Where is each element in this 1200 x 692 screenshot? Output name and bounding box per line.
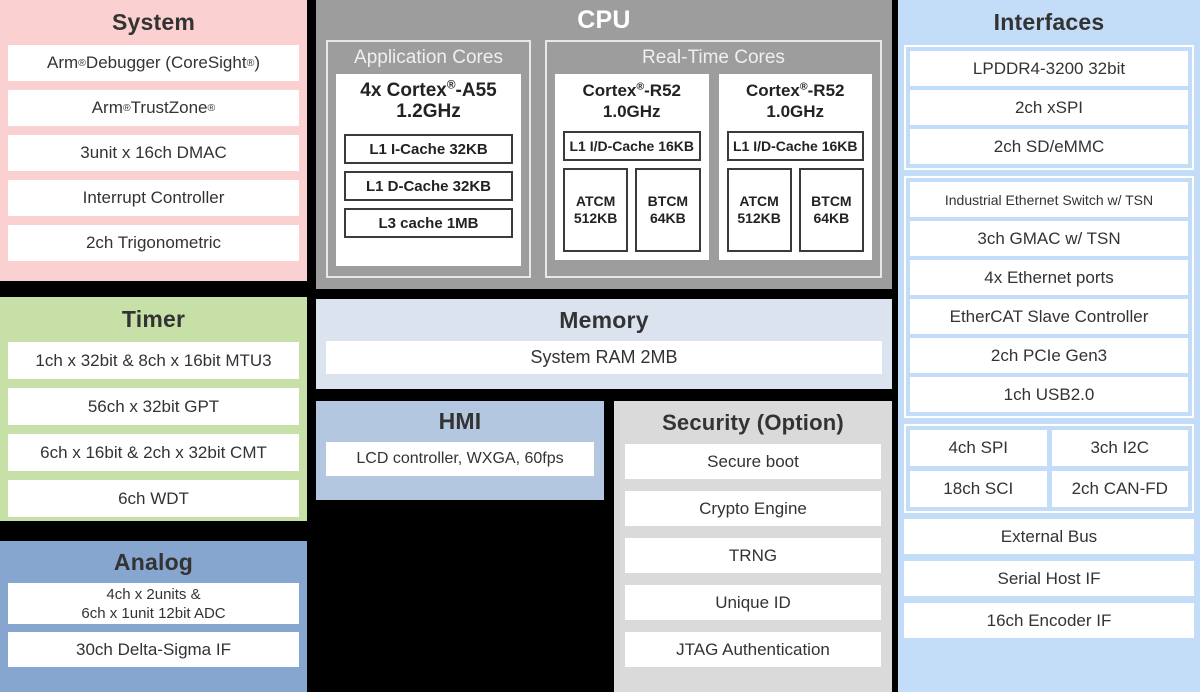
list-item-security-unique-id: Unique ID [625, 585, 881, 620]
list-item-security-crypto-engine: Crypto Engine [625, 491, 881, 526]
list-item-hmi-lcd-controller: LCD controller, WXGA, 60fps [326, 442, 594, 476]
block-security: Security (Option) Secure boot Crypto Eng… [614, 401, 892, 692]
cache-l1-id-r52-0: L1 I/D-Cache 16KB [563, 131, 701, 161]
block-timer: Timer 1ch x 32bit & 8ch x 16bit MTU3 56c… [0, 297, 307, 521]
block-analog: Analog 4ch x 2units &6ch x 1unit 12bit A… [0, 541, 307, 692]
group-network-interfaces: Industrial Ethernet Switch w/ TSN 3ch GM… [904, 176, 1194, 418]
list-item-if-industrial-ethernet-switch: Industrial Ethernet Switch w/ TSN [910, 182, 1188, 217]
block-system: System Arm® Debugger (CoreSight®) Arm® T… [0, 0, 307, 281]
block-memory: Memory System RAM 2MB [316, 299, 892, 389]
block-title-security: Security (Option) [662, 410, 844, 435]
list-item-if-encoder: 16ch Encoder IF [904, 603, 1194, 638]
list-item-timer-cmt: 6ch x 16bit & 2ch x 32bit CMT [8, 434, 299, 471]
list-item-if-spi: 4ch SPI [910, 430, 1047, 466]
list-item-system-debugger: Arm® Debugger (CoreSight®) [8, 45, 299, 81]
block-title-system: System [111, 9, 196, 35]
block-title-cpu: CPU [577, 6, 631, 34]
list-item-timer-gpt: 56ch x 32bit GPT [8, 388, 299, 425]
list-item-if-serial-host: Serial Host IF [904, 561, 1194, 596]
group-title-application-cores: Application Cores [354, 47, 503, 68]
list-item-if-xspi: 2ch xSPI [910, 90, 1188, 125]
block-title-memory: Memory [559, 307, 649, 333]
list-item-if-lpddr4: LPDDR4-3200 32bit [910, 51, 1188, 86]
list-item-system-interrupt-controller: Interrupt Controller [8, 180, 299, 216]
list-item-if-usb: 1ch USB2.0 [910, 377, 1188, 412]
list-item-system-dmac: 3unit x 16ch DMAC [8, 135, 299, 171]
group-host-interfaces: External Bus Serial Host IF 16ch Encoder… [904, 519, 1194, 638]
cache-l1-id-r52-1: L1 I/D-Cache 16KB [726, 131, 864, 161]
list-item-if-ethercat: EtherCAT Slave Controller [910, 299, 1188, 334]
list-item-system-trigonometric: 2ch Trigonometric [8, 225, 299, 261]
list-item-memory-system-ram: System RAM 2MB [326, 341, 882, 374]
list-item-if-can-fd: 2ch CAN-FD [1051, 471, 1188, 507]
list-item-analog-adc: 4ch x 2units &6ch x 1unit 12bit ADC [8, 583, 299, 624]
list-item-timer-mtu3: 1ch x 32bit & 8ch x 16bit MTU3 [8, 342, 299, 379]
cache-l3-a55: L3 cache 1MB [344, 208, 513, 238]
list-item-timer-wdt: 6ch WDT [8, 480, 299, 517]
group-memory-interfaces: LPDDR4-3200 32bit 2ch xSPI 2ch SD/eMMC [904, 45, 1194, 170]
list-item-if-i2c: 3ch I2C [1051, 430, 1188, 466]
cache-l1-i-a55: L1 I-Cache 32KB [344, 134, 513, 164]
list-item-security-trng: TRNG [625, 538, 881, 573]
list-item-if-ethernet-ports: 4x Ethernet ports [910, 260, 1188, 295]
list-item-if-sci: 18ch SCI [910, 471, 1047, 507]
list-item-security-jtag-auth: JTAG Authentication [625, 632, 881, 667]
list-item-system-trustzone: Arm® TrustZone® [8, 90, 299, 126]
block-hmi: HMI LCD controller, WXGA, 60fps [316, 401, 604, 500]
cache-l1-d-a55: L1 D-Cache 32KB [344, 171, 513, 201]
list-item-if-sd-emmc: 2ch SD/eMMC [910, 129, 1188, 164]
group-title-real-time-cores: Real-Time Cores [642, 47, 785, 68]
block-interfaces: Interfaces LPDDR4-3200 32bit 2ch xSPI 2c… [898, 0, 1200, 692]
list-item-security-secure-boot: Secure boot [625, 444, 881, 479]
list-item-if-gmac: 3ch GMAC w/ TSN [910, 221, 1188, 256]
block-title-timer: Timer [121, 306, 186, 332]
list-item-if-external-bus: External Bus [904, 519, 1194, 554]
block-title-hmi: HMI [438, 408, 482, 434]
block-title-analog: Analog [113, 549, 194, 575]
block-title-interfaces: Interfaces [993, 9, 1105, 35]
list-item-analog-delta-sigma: 30ch Delta-Sigma IF [8, 632, 299, 667]
list-item-if-pcie: 2ch PCIe Gen3 [910, 338, 1188, 373]
group-serial-interfaces: 4ch SPI 18ch SCI 3ch I2C 2ch CAN-FD [904, 424, 1194, 513]
